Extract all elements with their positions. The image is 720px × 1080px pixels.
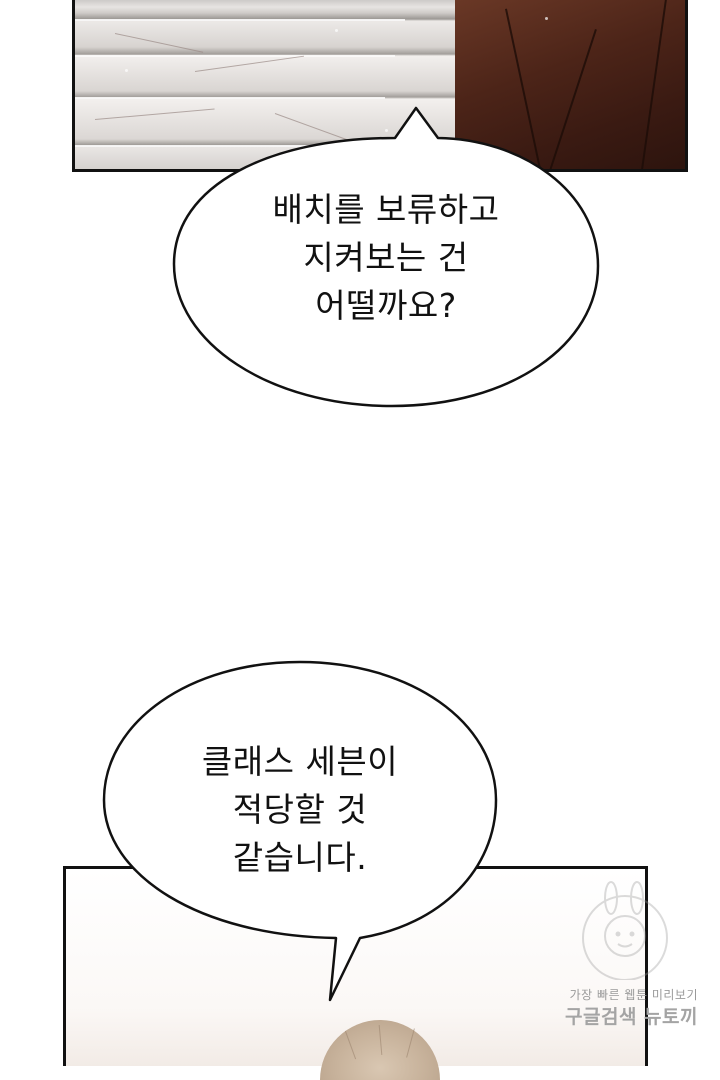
stair-edge [75,145,375,147]
watermark-mascot-icon [582,881,668,980]
sparkle [545,17,548,20]
bubble-1-line-3: 어떨까요? [315,286,457,325]
stair-edge [75,55,395,57]
top-panel [72,0,688,172]
speech-bubble-2: 클래스 세븐이 적당할 것 같습니다. [110,738,490,882]
stair-edge [75,97,385,99]
speech-bubble-1: 배치를 보류하고 지켜보는 건 어떨까요? [196,186,576,330]
stair-edge [75,19,405,21]
bubble-2-line-1: 클래스 세븐이 [201,742,399,781]
bubble-2-line-2: 적당할 것 [232,790,368,829]
bubble-1-line-2: 지켜보는 건 [303,238,469,277]
sparkle [335,29,338,32]
watermark-title: 구글검색 뉴토끼 [565,1006,698,1028]
sparkle [385,129,388,132]
bubble-1-line-1: 배치를 보류하고 [272,190,500,229]
watermark-tagline: 가장 빠른 웹툰 미리보기 [569,988,698,1002]
speech-bubble-1-shape [172,106,600,408]
bubble-2-line-3: 같습니다. [232,838,368,877]
speech-bubbles [102,106,600,1002]
sparkle [125,69,128,72]
speech-bubble-2-shape [102,660,498,1002]
